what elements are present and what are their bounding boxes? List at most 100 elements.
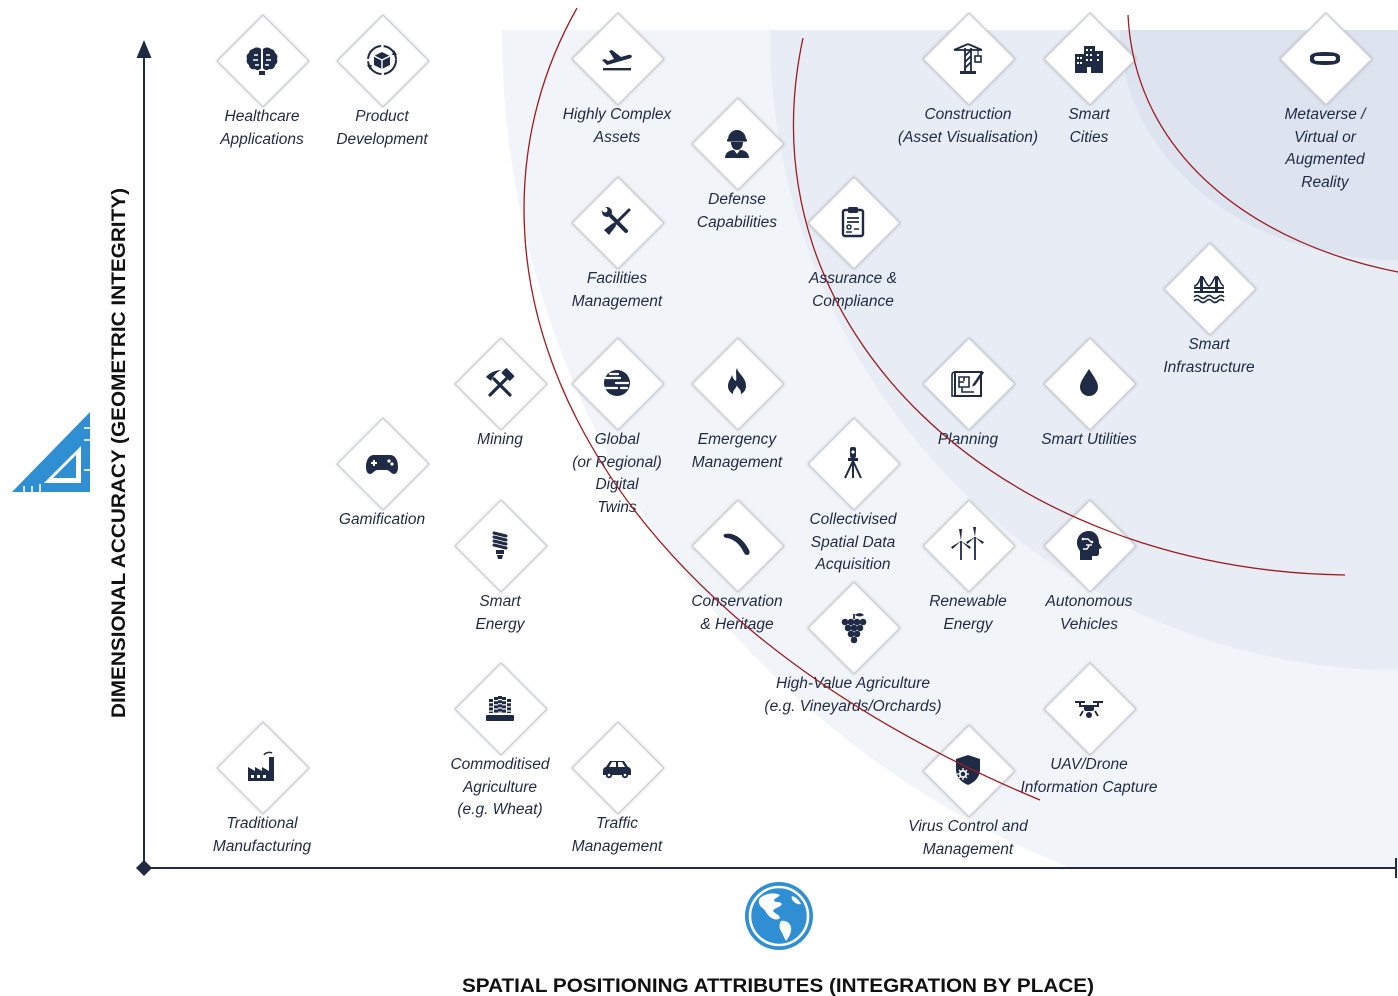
- boomerang-icon: [717, 525, 757, 565]
- node-label: Gamification: [339, 509, 425, 532]
- node-label-line: Traffic: [596, 815, 638, 832]
- node-label-line: Infrastructure: [1163, 358, 1255, 376]
- x-axis: [136, 858, 1397, 878]
- node-label-line: Agriculture: [462, 778, 538, 796]
- node-label-line: Gamification: [338, 511, 426, 528]
- node-label-line: Planning: [937, 431, 999, 448]
- hammer-pick-icon: [480, 363, 520, 403]
- node-label-line: Mining: [477, 431, 523, 448]
- flame-icon: [717, 363, 757, 403]
- node-label-line: Healthcare: [224, 108, 300, 125]
- node-label-line: Metaverse /: [1284, 106, 1366, 123]
- x-axis-title: SPATIAL POSITIONING ATTRIBUTES (INTEGRAT…: [462, 975, 1094, 996]
- survey-tripod-icon: [833, 443, 873, 483]
- node-label-line: Renewable: [929, 593, 1007, 610]
- node-label-line: Smart: [479, 593, 521, 610]
- y-axis-title: DIMENSIONAL ACCURACY (GEOMETRIC INTEGRIT…: [108, 188, 130, 718]
- soldier-icon: [717, 123, 757, 163]
- wheat-icon: [480, 688, 520, 728]
- node-label-line: Assets: [593, 128, 641, 146]
- crane-icon: [948, 38, 988, 78]
- digital-globe-icon: [597, 363, 637, 403]
- node-label-line: (Asset Visualisation): [897, 128, 1039, 146]
- virus-shield-icon: [948, 750, 988, 790]
- node-label-line: Management: [922, 840, 1014, 858]
- node-label-line: Acquisition: [815, 556, 891, 573]
- node-label-line: Vehicles: [1059, 615, 1118, 633]
- node-label: Planning: [938, 429, 998, 452]
- grapes-icon: [833, 607, 873, 647]
- node-label-line: Product: [355, 108, 409, 125]
- node-label-line: Facilities: [586, 270, 648, 287]
- vr-headset-icon: [1305, 38, 1345, 78]
- node-label: Mining: [477, 429, 523, 452]
- water-drop-icon: [1069, 363, 1109, 403]
- node-label-line: Applications: [220, 130, 304, 148]
- bridge-icon: [1189, 268, 1229, 308]
- blueprint-icon: [948, 363, 988, 403]
- node-label-line: Autonomous: [1045, 593, 1133, 610]
- node-label-line: Smart: [1068, 106, 1110, 123]
- node-label-line: & Heritage: [700, 615, 774, 633]
- y-axis-arrowhead: [136, 40, 152, 58]
- node-label-line: (or Regional): [572, 453, 662, 471]
- product-box-icon: [362, 40, 402, 80]
- node-label-line: Management: [571, 837, 663, 855]
- factory-icon: [242, 747, 282, 787]
- clipboard-icon: [833, 202, 873, 242]
- node-label-line: High-Value Agriculture: [776, 675, 930, 692]
- car-icon: [597, 747, 637, 787]
- node-label-line: Augmented: [1285, 151, 1365, 168]
- node-label: Construction(Asset Visualisation): [898, 104, 1038, 149]
- node-label: Conservation & Heritage: [691, 591, 782, 636]
- node-label-line: Commoditised: [450, 756, 550, 773]
- globe-icon: [745, 882, 813, 950]
- node-label-line: Spatial Data: [810, 533, 896, 551]
- node-label-line: Management: [571, 292, 663, 310]
- tools-icon: [597, 202, 637, 242]
- node-label-line: Reality: [1301, 173, 1349, 191]
- robot-head-icon: [1069, 525, 1109, 565]
- node-label-line: Manufacturing: [212, 837, 312, 855]
- y-axis: [136, 40, 152, 868]
- node-label-line: Assurance &: [809, 270, 897, 287]
- node-label-line: Information Capture: [1020, 778, 1158, 796]
- node-label-line: (e.g. Wheat): [457, 801, 543, 818]
- node-label-line: Virus Control and: [908, 818, 1028, 835]
- node-label: Smart Utilities: [1041, 429, 1137, 452]
- wind-turbine-icon: [948, 525, 988, 565]
- node-label-line: Conservation: [691, 593, 783, 610]
- drone-icon: [1069, 688, 1109, 728]
- node-label-line: Traditional: [226, 815, 298, 832]
- node-label: Assurance &Compliance: [809, 268, 897, 313]
- node-label-line: Defense: [708, 191, 766, 208]
- node-label-line: Highly Complex: [562, 106, 672, 123]
- node-label-line: Cities: [1069, 128, 1109, 146]
- lightbulb-icon: [480, 525, 520, 565]
- node-label-line: Digital: [595, 476, 639, 493]
- node-label-line: Development: [336, 130, 428, 148]
- airplane-icon: [597, 38, 637, 78]
- node-label-line: Smart Utilities: [1041, 431, 1137, 448]
- node-label: High-Value Agriculture(e.g. Vineyards/Or…: [764, 673, 941, 718]
- node-label-line: Emergency: [697, 431, 777, 448]
- axis-origin-marker: [136, 860, 152, 876]
- node-label-line: Capabilities: [696, 213, 778, 231]
